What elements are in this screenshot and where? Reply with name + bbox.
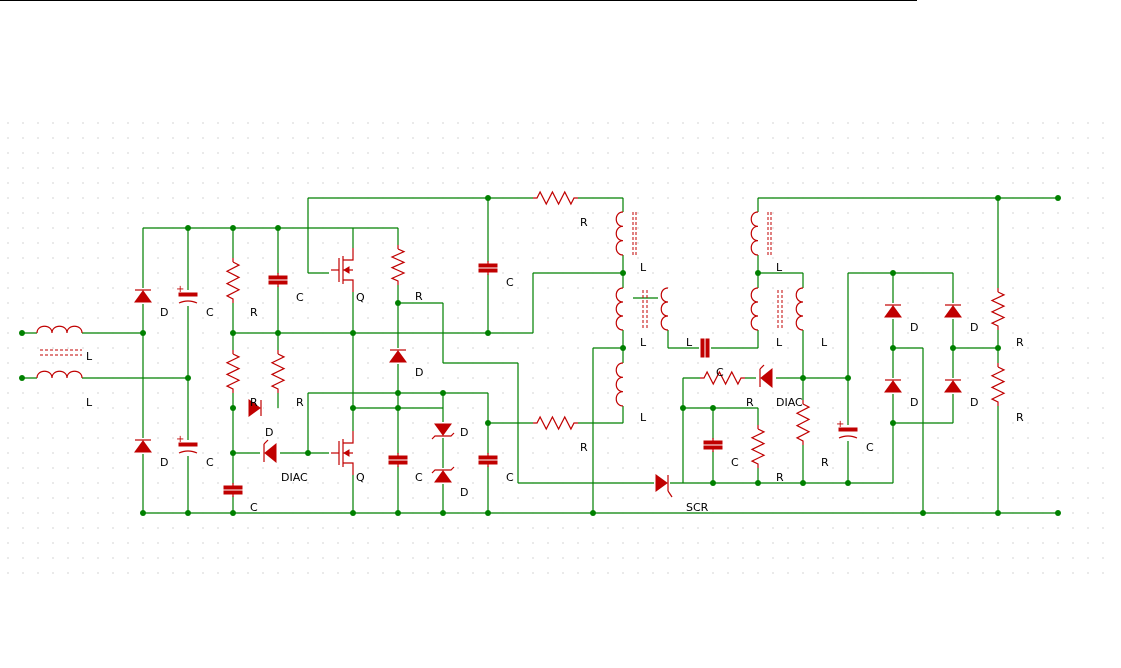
resistor-r7-label: R [746,396,754,409]
input-inductor-bottom-label: L [86,396,93,409]
inductor-l4-label: L [686,336,693,349]
resistor-r10-label: R [1016,336,1024,349]
input-inductor-top-label: L [86,350,93,363]
grid-dots [7,122,1104,574]
filter-cap-top-label: C [206,306,214,319]
diac-1-label: DIAC [281,471,308,484]
resistor-r8-label: R [776,471,784,484]
bridge2-diode-a-label: D [910,321,918,334]
diode-d4-label: D [415,366,423,379]
resistor-r9-label: R [821,456,829,469]
inductor-l5-label: L [776,261,783,274]
scr-label: SCR [686,501,709,514]
resistor-r5-label: R [580,216,588,229]
resistor-r4-label: R [415,290,423,303]
components: + + + [36,190,1006,498]
bridge2-diode-b-label: D [910,396,918,409]
zener-d6-label: D [460,486,468,499]
cap-c7-label: C [506,471,514,484]
mosfet-q1-label: Q [356,291,365,304]
cap-c8-label: C [716,366,724,379]
inductor-l1-label: L [640,261,647,274]
junctions [19,195,1061,516]
inductor-l3-label: L [640,411,647,424]
filter-cap-bottom-label: C [206,456,214,469]
inductor-l6-label: L [776,336,783,349]
mosfet-q2-label: Q [356,471,365,484]
cap-c3-label: C [296,291,304,304]
bridge-diode-bottom-label: D [160,456,168,469]
resistor-r2-label: R [296,396,304,409]
diode-d3-label: D [265,426,273,439]
diac-2-label: DIAC [776,396,803,409]
svg-text:+: + [176,284,184,295]
cap-c6-label: C [506,276,514,289]
cap-c10-label: C [866,441,874,454]
svg-text:+: + [176,434,184,445]
wires [22,197,1058,514]
resistor-r6-label: R [580,441,588,454]
resistor-r3-label: R [250,396,258,409]
zener-d5-label: D [460,426,468,439]
inductor-l2-label: L [640,336,647,349]
labels: L L D D C C R C R R D DIAC C Q Q R D C D… [86,216,1024,514]
cap-c5-label: C [415,471,423,484]
cap-c9-label: C [731,456,739,469]
resistor-r1-label: R [250,306,258,319]
bridge2-diode-d-label: D [970,396,978,409]
inductor-l7-label: L [821,336,828,349]
resistor-r11-label: R [1016,411,1024,424]
bridge2-diode-c-label: D [970,321,978,334]
svg-text:+: + [836,419,844,430]
cap-c4-label: C [250,501,258,514]
bridge-diode-top-label: D [160,306,168,319]
